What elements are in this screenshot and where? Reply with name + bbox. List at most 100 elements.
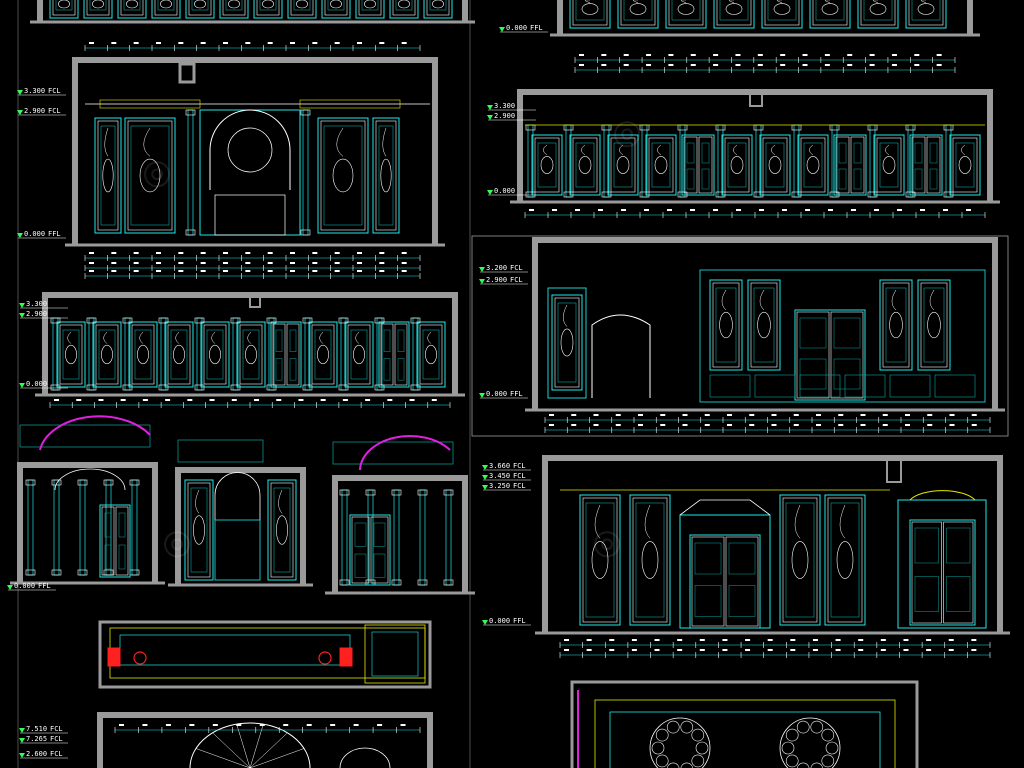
pilaster-capital bbox=[417, 489, 428, 496]
panel-molding bbox=[651, 142, 671, 188]
door-leaf-right bbox=[115, 506, 129, 576]
door-leaf-right bbox=[698, 136, 713, 194]
dim-value bbox=[165, 724, 171, 726]
dim-value bbox=[936, 54, 942, 56]
panel-inner bbox=[131, 324, 155, 385]
ornament-panel bbox=[423, 0, 453, 19]
ornament bbox=[58, 0, 70, 9]
dim-value bbox=[377, 724, 383, 726]
door-panel bbox=[686, 168, 695, 190]
dim-value bbox=[835, 649, 841, 651]
level-value: 3.250 bbox=[489, 482, 510, 490]
door-leaf-left bbox=[911, 521, 942, 624]
section-frame bbox=[98, 620, 432, 689]
pilaster-shaft bbox=[187, 109, 194, 236]
dimension-line bbox=[84, 42, 421, 51]
medallion-petal bbox=[666, 720, 680, 734]
door-frame bbox=[681, 134, 715, 196]
door-frame bbox=[689, 534, 761, 629]
mirror-ornament bbox=[227, 127, 273, 173]
door-panel bbox=[728, 585, 756, 617]
pilaster-shaft bbox=[341, 489, 348, 586]
door-panel bbox=[354, 522, 367, 547]
panel-molding bbox=[55, 0, 73, 11]
medallion-petal bbox=[796, 720, 810, 734]
dim-value bbox=[920, 209, 925, 211]
pilaster-base bbox=[129, 569, 140, 576]
panel-inner bbox=[920, 282, 948, 368]
panel-frame bbox=[317, 117, 369, 234]
dim-value bbox=[771, 424, 777, 426]
pilaster-base bbox=[103, 569, 114, 576]
dimension-line bbox=[574, 54, 956, 63]
dim-value bbox=[745, 649, 751, 651]
elevation-marker-icon bbox=[479, 279, 485, 284]
door-panel bbox=[833, 317, 861, 349]
panel-molding bbox=[191, 0, 209, 11]
ornament-panel bbox=[372, 117, 400, 234]
ornament-panel bbox=[253, 0, 283, 19]
panel-frame bbox=[709, 279, 743, 371]
panel-molding bbox=[671, 0, 701, 21]
dim-value bbox=[401, 42, 407, 44]
ornament-panel bbox=[665, 0, 707, 29]
ornament bbox=[591, 541, 609, 579]
panel-molding bbox=[123, 0, 141, 11]
pilaster-capital bbox=[443, 489, 454, 496]
elevation-strip-top-left bbox=[30, 0, 475, 51]
panel-frame bbox=[873, 134, 905, 196]
dim-value bbox=[431, 399, 437, 401]
pilaster-shaft bbox=[393, 489, 400, 586]
ornament bbox=[791, 541, 809, 579]
pilaster-base bbox=[443, 579, 454, 586]
ornament-panel bbox=[164, 321, 194, 388]
door-panel bbox=[853, 142, 862, 164]
dim-value bbox=[722, 639, 728, 641]
ornament-panel bbox=[949, 134, 981, 196]
dim-value bbox=[133, 42, 139, 44]
pilaster bbox=[302, 317, 313, 391]
ceiling-border bbox=[594, 699, 896, 768]
ornament bbox=[137, 344, 149, 365]
level-tag: FFL bbox=[513, 617, 526, 625]
dim-value bbox=[668, 54, 674, 56]
dim-value bbox=[586, 649, 592, 651]
arch bbox=[339, 747, 391, 768]
panel-frame bbox=[49, 0, 79, 19]
panel-frame bbox=[92, 321, 122, 388]
dim-value bbox=[564, 649, 569, 651]
ornament-scroll bbox=[619, 144, 624, 156]
arch bbox=[214, 472, 261, 520]
dome-rib bbox=[249, 724, 264, 768]
level-tag: FCL bbox=[510, 264, 523, 272]
medallion-petal bbox=[680, 762, 694, 768]
wall-section bbox=[37, 0, 468, 22]
dim-value bbox=[727, 424, 732, 426]
door-leaf-left bbox=[351, 516, 370, 584]
cornice bbox=[299, 99, 401, 109]
dim-value bbox=[858, 649, 864, 651]
ornament-panel bbox=[645, 134, 677, 196]
pilaster-base bbox=[753, 191, 764, 198]
dim-value bbox=[971, 649, 977, 651]
panel-frame bbox=[308, 321, 338, 388]
elevation-marker-icon bbox=[479, 393, 485, 398]
dim-value bbox=[209, 399, 215, 401]
ornament-panel bbox=[709, 279, 743, 371]
panel-inner bbox=[239, 324, 263, 385]
dim-value bbox=[357, 262, 362, 264]
ornament-scroll bbox=[776, 0, 783, 3]
pilaster-base bbox=[791, 191, 802, 198]
door-frame bbox=[909, 519, 976, 626]
panel-frame bbox=[355, 0, 385, 19]
ornament bbox=[540, 156, 554, 174]
dim-value bbox=[793, 424, 799, 426]
dim-value bbox=[290, 270, 295, 272]
